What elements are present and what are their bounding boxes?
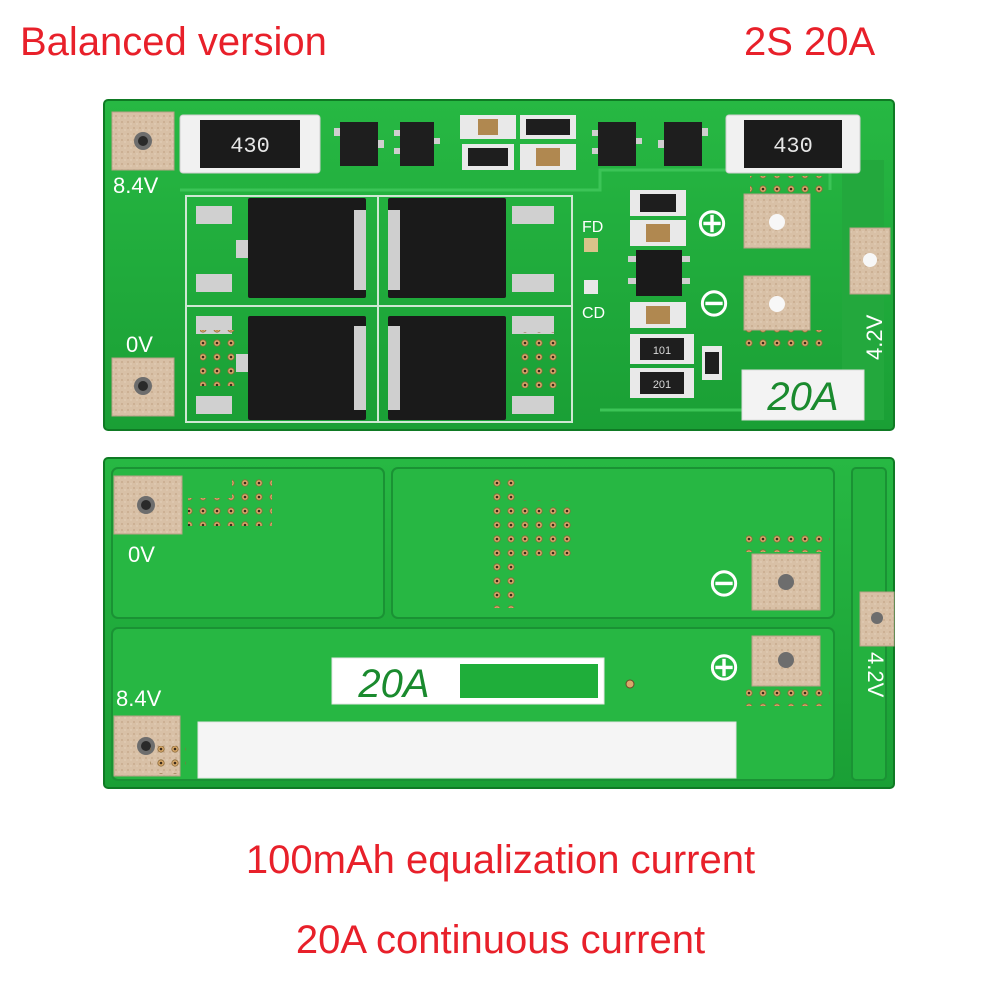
svg-text:201: 201 xyxy=(653,379,671,391)
label-0v-back: 0V xyxy=(128,542,155,567)
pad-b-plus-back xyxy=(751,635,821,687)
via-cluster xyxy=(188,498,272,526)
svg-text:20A: 20A xyxy=(357,662,429,706)
via-cluster xyxy=(200,330,240,386)
pad-b-minus-back xyxy=(751,553,821,611)
control-components: 101 201 xyxy=(628,190,722,398)
svg-text:430: 430 xyxy=(230,134,270,159)
via-cluster xyxy=(746,532,830,552)
label-cd: CD xyxy=(582,305,605,322)
plus-icon: ⊕ xyxy=(695,201,729,245)
caption-continuous-current: 20A continuous current xyxy=(295,918,706,962)
via-cluster xyxy=(516,332,560,388)
label-4v2-back: 4.2V xyxy=(863,652,888,698)
via-cluster xyxy=(746,686,830,706)
mosfet-array xyxy=(196,198,554,420)
caption-balanced-version: Balanced version xyxy=(20,20,327,64)
svg-text:101: 101 xyxy=(653,345,671,357)
resistor-right: 430 xyxy=(725,114,861,174)
via-cluster xyxy=(744,330,828,348)
minus-icon: ⊖ xyxy=(707,561,741,605)
caption-model: 2S 20A xyxy=(744,20,876,64)
pad-4v2-front xyxy=(849,227,891,295)
label-8v4-back: 8.4V xyxy=(116,686,162,711)
pad-0v-back xyxy=(113,475,183,535)
svg-text:20A: 20A xyxy=(766,375,838,419)
via-cluster xyxy=(150,746,186,774)
pad-0v-front xyxy=(111,357,175,417)
label-8v4-front: 8.4V xyxy=(113,173,159,198)
top-ic-row xyxy=(334,115,708,170)
svg-text:430: 430 xyxy=(773,134,813,159)
via-cluster xyxy=(232,478,272,498)
label-4v2-front: 4.2V xyxy=(862,314,887,360)
plus-icon: ⊕ xyxy=(707,645,741,689)
pad-8v4-front xyxy=(111,111,175,171)
via-cluster xyxy=(520,500,576,556)
resistor-left: 430 xyxy=(179,114,321,174)
pad-4v2-back xyxy=(859,591,895,647)
blank-label-strip xyxy=(197,721,737,779)
front-board: 8.4V 0V 430 430 xyxy=(103,99,895,431)
via-cluster xyxy=(750,176,826,194)
label-fd: FD xyxy=(582,219,603,236)
pad-b-plus-front xyxy=(743,193,811,249)
label-0v-front: 0V xyxy=(126,332,153,357)
pad-b-minus-front xyxy=(743,275,811,331)
back-board: 0V 8.4V 4.2V ⊖ ⊕ xyxy=(103,457,895,789)
caption-equalization-current: 100mAh equalization current xyxy=(245,838,756,882)
rating-label-back: 20A xyxy=(331,657,605,706)
rating-label-front: 20A xyxy=(741,369,865,421)
via-cluster xyxy=(492,476,520,608)
minus-icon: ⊖ xyxy=(697,281,731,325)
